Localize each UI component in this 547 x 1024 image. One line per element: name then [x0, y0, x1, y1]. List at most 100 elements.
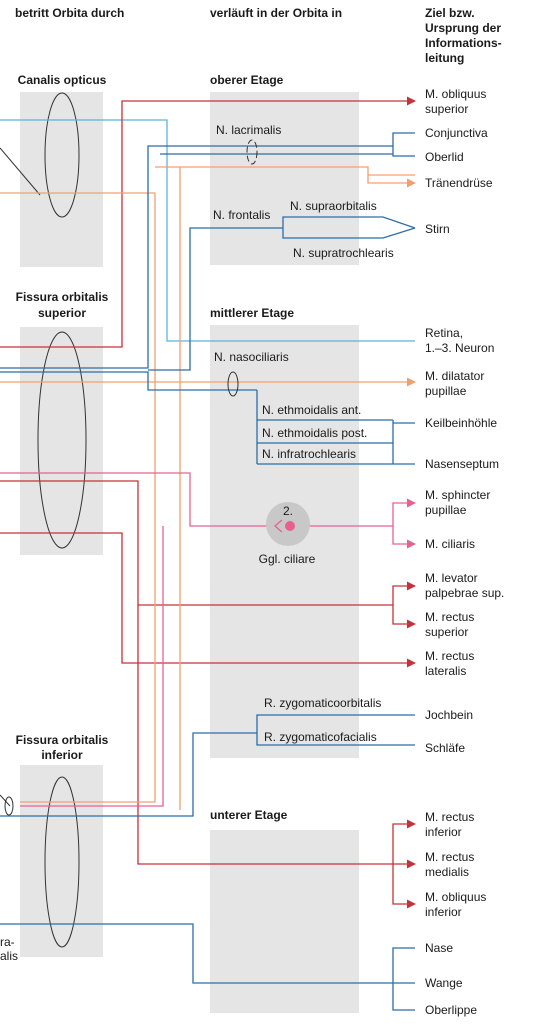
target-nase: Nase — [425, 941, 453, 955]
nerve-supratrochlearis: N. supratrochlearis — [293, 246, 394, 260]
target-sphincter-1: M. sphincter — [425, 488, 490, 502]
target-obliquus-inf-2: inferior — [425, 905, 462, 919]
target-jochbein: Jochbein — [425, 708, 473, 722]
nerve-zygomaticoorbitalis: R. zygomaticoorbitalis — [264, 696, 381, 710]
target-rectus-sup-2: superior — [425, 625, 468, 639]
target-wange: Wange — [425, 976, 463, 990]
fissura-inf-ellipse — [44, 776, 80, 948]
nerve-frontalis: N. frontalis — [213, 208, 270, 222]
lacrimal-secretory-path — [0, 192, 156, 803]
sphincter-branch — [392, 498, 416, 526]
obliquus-sup-path — [0, 96, 416, 348]
canalis-opticus-panel — [20, 92, 103, 267]
infraorbitalis-path — [0, 923, 393, 984]
fissura-inf-panel — [20, 765, 103, 957]
target-rectus-inf-1: M. rectus — [425, 810, 474, 824]
lacrimalis-path — [0, 145, 393, 369]
nerve-ethmoidalis-post: N. ethmoidalis post. — [262, 426, 367, 440]
opticus-pointer — [0, 147, 41, 196]
target-levator-1: M. levator — [425, 571, 478, 585]
rectus-inf-branch — [392, 819, 416, 864]
header-col3-line3: Informations- — [425, 36, 502, 50]
zygomaticus-path — [0, 732, 257, 817]
opticus-path — [0, 119, 415, 342]
target-traenendruese: Tränendrüse — [425, 176, 493, 190]
nerve-infratrochlearis: N. infratrochlearis — [262, 447, 356, 461]
target-dilatator-2: pupillae — [425, 384, 467, 398]
target-schlaefe: Schläfe — [425, 741, 465, 755]
ciliaris-branch — [392, 526, 416, 549]
target-dilatator-1: M. dilatator — [425, 369, 484, 383]
ganglion-ciliare-label: Ggl. ciliare — [259, 552, 316, 566]
target-retina-1: Retina, — [425, 326, 463, 340]
ganglion-number: 2. — [283, 504, 293, 518]
lacrimalis-anastomosis — [246, 139, 258, 165]
nerve-lacrimalis: N. lacrimalis — [216, 123, 281, 137]
nasociliaris-path — [0, 371, 257, 391]
nasociliaris-anastomosis — [227, 371, 239, 397]
nerve-nasociliaris: N. nasociliaris — [214, 350, 289, 364]
target-obliquus-inf-1: M. obliquus — [425, 890, 486, 904]
target-obliquus-sup-2: superior — [425, 102, 468, 116]
fissura-inf-small-ellipse — [4, 796, 14, 816]
fissura-sup-label-1: Fissura orbitalis — [16, 290, 109, 304]
target-conjunctiva: Conjunctiva — [425, 126, 488, 140]
oculomotorius-inf-path — [137, 605, 393, 865]
obere-etage-label: oberer Etage — [210, 73, 284, 87]
parasympathetic-path — [0, 472, 290, 527]
target-rectus-med-1: M. rectus — [425, 850, 474, 864]
canalis-opticus-ellipse — [44, 92, 80, 218]
fissura-inf-label-1: Fissura orbitalis — [16, 733, 109, 747]
levator-branch — [392, 581, 416, 605]
header-col3-line1: Ziel bzw. — [425, 6, 475, 20]
obere-etage-panel — [210, 92, 359, 265]
target-retina-2: 1.–3. Neuron — [425, 341, 494, 355]
target-levator-2: palpebrae sup. — [425, 586, 504, 600]
nerve-zygomaticofacialis: R. zygomaticofacialis — [264, 730, 377, 744]
obliquus-inf-branch — [392, 864, 416, 909]
untere-etage-label: unterer Etage — [210, 808, 288, 822]
header-col3-line2: Ursprung der — [425, 21, 501, 35]
pink-lower-path — [20, 526, 164, 807]
fissura-inf-label-2: inferior — [41, 748, 83, 762]
target-rectus-lat-2: lateralis — [425, 664, 466, 678]
target-rectus-lat-1: M. rectus — [425, 649, 474, 663]
target-rectus-sup-1: M. rectus — [425, 610, 474, 624]
fissura-sup-panel — [20, 327, 103, 555]
target-rectus-inf-2: inferior — [425, 825, 462, 839]
target-oberlid: Oberlid — [425, 150, 464, 164]
nerve-supraorbitalis: N. supraorbitalis — [290, 199, 377, 213]
target-rectus-med-2: medialis — [425, 865, 469, 879]
target-keilbeinhoehle: Keilbeinhöhle — [425, 416, 497, 430]
target-obliquus-sup-1: M. obliquus — [425, 87, 486, 101]
header-col2: verläuft in der Orbita in — [210, 6, 342, 20]
header-col3-line4: leitung — [425, 51, 464, 65]
target-oberlippe: Oberlippe — [425, 1003, 477, 1017]
cut-label-1: ra- — [0, 935, 15, 949]
oculomotorius-sup-path — [0, 480, 393, 606]
target-ciliaris: M. ciliaris — [425, 537, 475, 551]
fissura-sup-label-2: superior — [38, 306, 86, 320]
header-col1: betritt Orbita durch — [15, 6, 124, 20]
fissura-sup-ellipse — [37, 331, 87, 549]
cut-label-2: alis — [0, 949, 18, 963]
target-stirn: Stirn — [425, 222, 450, 236]
ganglion-ciliare-dot — [285, 521, 295, 531]
conjunctiva-branch — [392, 132, 415, 146]
target-sphincter-2: pupillae — [425, 503, 467, 517]
canalis-opticus-label: Canalis opticus — [18, 73, 107, 87]
target-nasenseptum: Nasenseptum — [425, 457, 499, 471]
mittlere-etage-label: mittlerer Etage — [210, 306, 294, 320]
untere-etage-panel — [210, 830, 359, 1013]
rectus-sup-branch — [392, 605, 416, 629]
ganglion-entry-arrow — [274, 519, 283, 533]
fissura-inf-pointer — [0, 794, 11, 807]
oberlid-branch-1 — [392, 146, 415, 157]
infraorbitalis-fork — [392, 947, 415, 1011]
nerve-ethmoidalis-ant: N. ethmoidalis ant. — [262, 403, 361, 417]
rectus-lat-path — [0, 532, 416, 668]
supratrochlearis-path — [282, 227, 416, 239]
supraorbitalis-path — [282, 216, 416, 229]
frontalis-path — [148, 227, 283, 371]
